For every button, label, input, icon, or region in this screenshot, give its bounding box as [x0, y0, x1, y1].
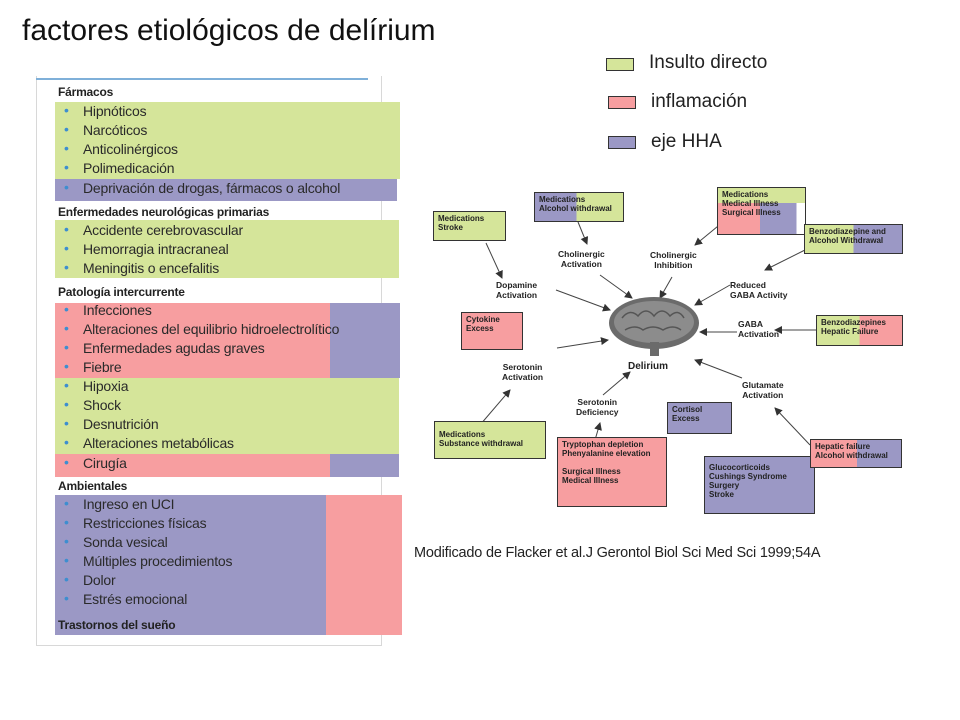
legend-label-hpa: eje HHA [651, 131, 722, 152]
label-delirium: Delirium [628, 361, 669, 372]
box-hepatic-alcohol: Hepatic failure Alcohol withdrawal [810, 439, 902, 468]
arrow [774, 407, 811, 446]
box-text: Cytokine Excess [466, 315, 500, 333]
brain-icon [609, 297, 699, 356]
page-title: factores etiológicos de delírium [22, 14, 436, 47]
list-item: Dolor [64, 571, 116, 588]
list-item: Cirugía [64, 454, 127, 471]
box-glucocorticoids: Glucocorticoids Cushings Syndrome Surger… [704, 456, 815, 514]
figure-caption: Modificado de Flacker et al.J Gerontol B… [414, 545, 821, 561]
box-tryptophan: Tryptophan depletion Phenyalanine elevat… [557, 437, 667, 507]
box-text: Medications Stroke [438, 214, 485, 232]
arrow [599, 274, 633, 299]
legend-label-inflammation: inflamación [651, 91, 748, 112]
list-item: Estrés emocional [64, 590, 187, 607]
box-benzodiazepine-alcohol: Benzodiazepine and Alcohol Withdrawal [804, 224, 903, 254]
list-item: Meningitis o encefalitis [64, 259, 219, 276]
arrow [479, 389, 511, 426]
section-sueno: Trastornos del sueño [58, 618, 176, 632]
list-item: Fiebre [64, 358, 122, 375]
list-item: Narcóticos [64, 121, 147, 138]
arrow [485, 242, 503, 279]
box-text: Tryptophan depletion Phenyalanine elevat… [562, 440, 651, 485]
list-item: Shock [64, 396, 121, 413]
arrow [694, 284, 731, 306]
box-cytokine: Cytokine Excess [461, 312, 523, 350]
highlight-inflammation-ambientales [326, 495, 402, 635]
highlight-hpa-intercurrente [330, 303, 400, 378]
list-item: Anticolinérgicos [64, 140, 178, 157]
label-gaba-activation: GABA Activation [738, 319, 780, 339]
section-ambientales: Ambientales [58, 479, 128, 493]
legend-swatch-inflammation [608, 96, 636, 109]
box-medications-medical: Medications Medical Illness Surgical Ill… [717, 187, 806, 235]
legend-label-direct: Insulto directo [649, 52, 768, 73]
list-item: Hemorragia intracraneal [64, 240, 229, 257]
label-serotonin-deficiency: Serotonin Deficiency [576, 397, 619, 417]
list-item: Polimedicación [64, 159, 175, 176]
section-farmacos: Fármacos [58, 85, 114, 99]
list-item: Infecciones [64, 301, 152, 318]
box-medications-substance: Medications Substance withdrawal [434, 421, 546, 459]
list-item: Hipnóticos [64, 102, 147, 119]
label-serotonin-activation: Serotonin Activation [502, 362, 544, 382]
box-text: Medications Medical Illness Surgical Ill… [722, 190, 781, 217]
arrow [555, 289, 611, 312]
list-item: Deprivación de drogas, fármacos o alcoho… [64, 179, 340, 196]
box-text: Medications Alcohol withdrawal [539, 195, 612, 213]
list-item: Accidente cerebrovascular [64, 221, 243, 238]
arrow [764, 249, 806, 271]
legend-swatch-hpa [608, 136, 636, 149]
highlight-hpa-cirugia [330, 454, 399, 477]
list-item: Sonda vesical [64, 533, 168, 550]
list-item: Hipoxia [64, 377, 129, 394]
box-medications-alcohol: Medications Alcohol withdrawal [534, 192, 624, 222]
list-item: Desnutrición [64, 415, 159, 432]
list-item: Ingreso en UCI [64, 495, 175, 512]
list-item: Múltiples procedimientos [64, 552, 232, 569]
arrow [659, 276, 673, 299]
legend-swatch-direct [606, 58, 634, 71]
section-intercurrente: Patología intercurrente [58, 285, 185, 299]
label-glutamate-activation: Glutamate Activation [742, 380, 784, 400]
box-text: Cortisol Excess [672, 405, 703, 423]
box-text: Benzodiazepine and Alcohol Withdrawal [809, 227, 886, 245]
label-cholinergic-activation: Cholinergic Activation [558, 249, 605, 269]
list-item: Enfermedades agudas graves [64, 339, 265, 356]
arrow [577, 221, 589, 245]
box-cortisol: Cortisol Excess [667, 402, 732, 434]
arrow [556, 337, 609, 349]
list-item: Restricciones físicas [64, 514, 207, 531]
box-benzodiazepines-hepatic: Benzodiazepines Hepatic Failure [816, 315, 903, 346]
box-medications-stroke: Medications Stroke [433, 211, 506, 241]
list-item: Alteraciones del equilibrio hidroelectro… [64, 320, 339, 337]
box-text: Glucocorticoids Cushings Syndrome Surger… [709, 463, 787, 499]
arrow [602, 371, 631, 396]
box-text: Hepatic failure Alcohol withdrawal [815, 442, 888, 460]
box-text: Medications Substance withdrawal [439, 430, 524, 448]
panel-top-rule [36, 78, 368, 80]
arrow [694, 358, 743, 379]
label-dopamine-activation: Dopamine Activation [496, 280, 538, 300]
section-neuro: Enfermedades neurológicas primarias [58, 205, 270, 219]
box-text: Benzodiazepines Hepatic Failure [821, 318, 886, 336]
label-reduced-gaba: Reduced GABA Activity [730, 280, 788, 300]
label-cholinergic-inhibition: Cholinergic Inhibition [650, 250, 697, 270]
list-item: Alteraciones metabólicas [64, 434, 234, 451]
